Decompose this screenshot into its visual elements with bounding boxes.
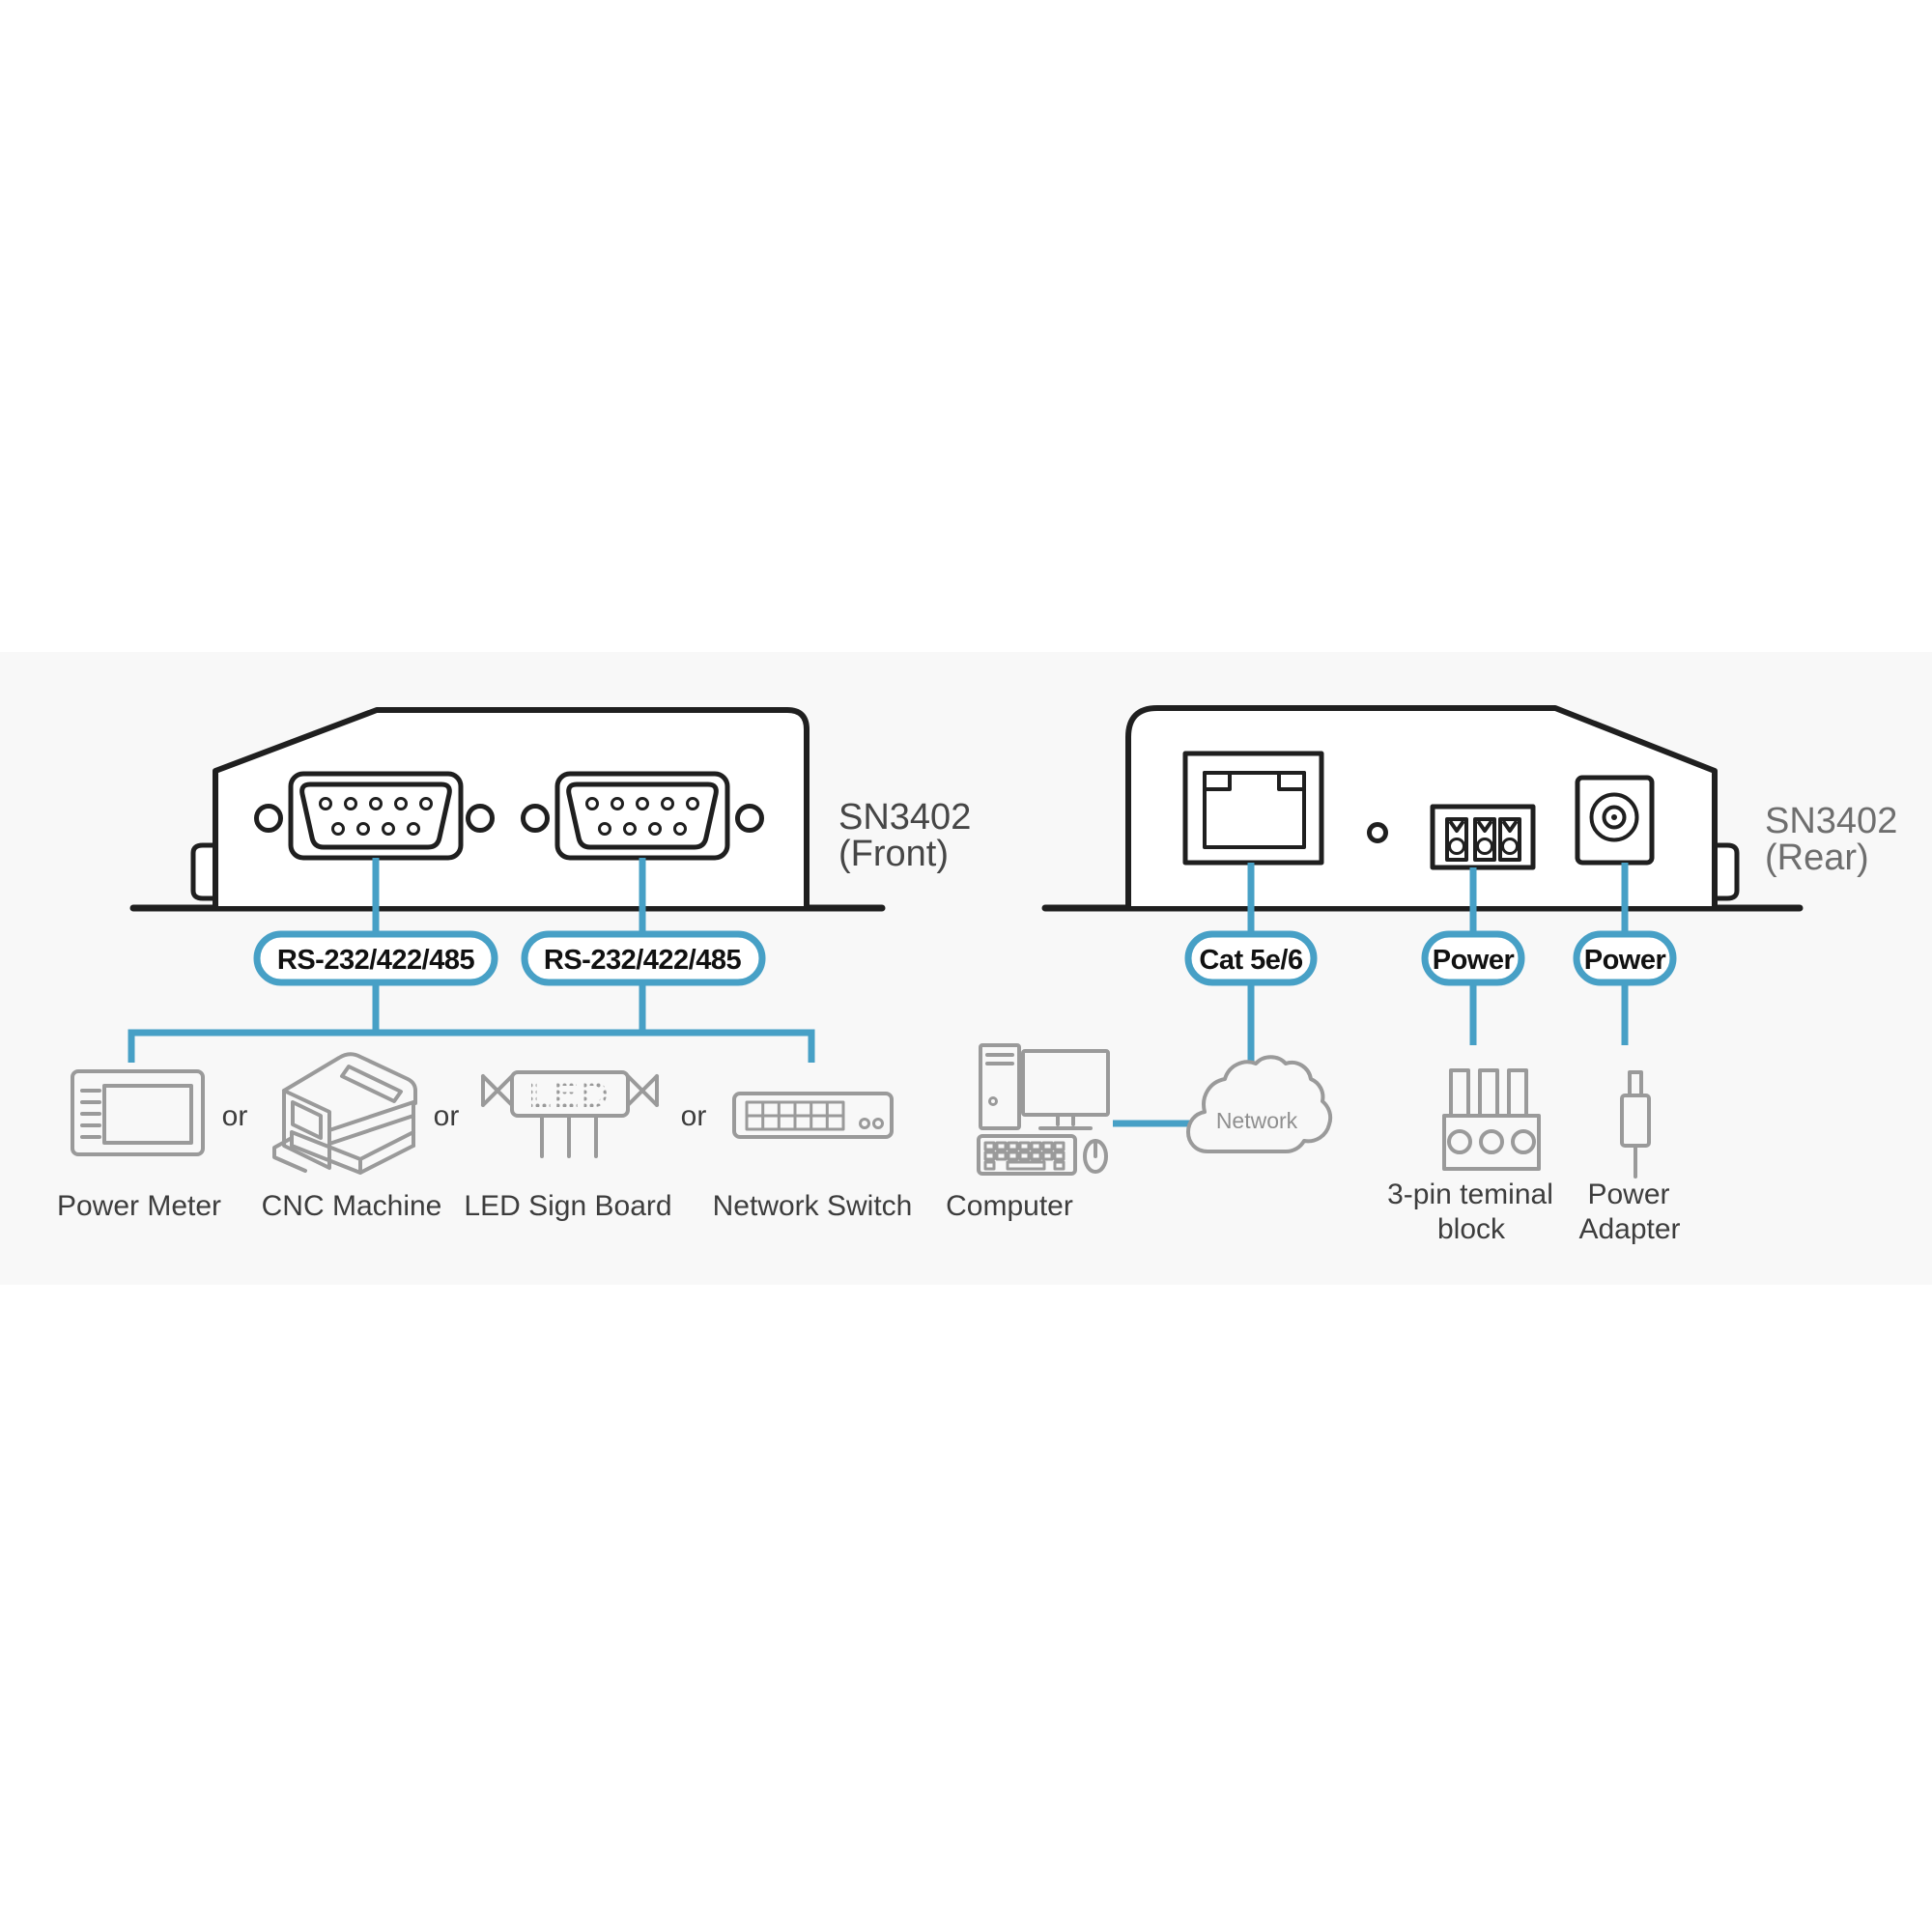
- dc-jack-icon: [1575, 775, 1655, 866]
- rear-panel-section: SN3402 (Rear) Cat 5e/6 Power Power: [946, 705, 1897, 1245]
- power-meter-label: Power Meter: [57, 1190, 221, 1222]
- cnc-machine-icon: [272, 1052, 417, 1175]
- front-panel-section: SN3402 (Front) RS-232/422/485 RS-232/422…: [57, 707, 971, 1222]
- cat5e6-badge: Cat 5e/6: [1184, 930, 1318, 986]
- rs232-badge-1-label: RS-232/422/485: [277, 945, 475, 976]
- computer-label: Computer: [946, 1190, 1073, 1222]
- screw-hole-icon: [521, 804, 550, 833]
- network-switch-label: Network Switch: [713, 1190, 913, 1222]
- computer-icon: [977, 1043, 1110, 1176]
- led-matrix-text: LED: [529, 1075, 611, 1116]
- rs232-badge-2-label: RS-232/422/485: [544, 945, 742, 976]
- rear-mount-tab: [1712, 842, 1740, 901]
- power-badge-2: Power: [1573, 930, 1677, 986]
- screw-hole-icon: [735, 804, 764, 833]
- serial-bus-line: [128, 1029, 815, 1063]
- terminal-block-3d-icon: [1442, 1068, 1541, 1171]
- power-meter-icon: [71, 1069, 205, 1156]
- network-switch-icon: [732, 1092, 894, 1139]
- terminal-block-label-line2: block: [1437, 1213, 1506, 1245]
- or-separator-1: or: [222, 1100, 248, 1132]
- front-view-label: (Front): [838, 834, 949, 874]
- network-cloud-icon: Network: [1186, 1055, 1333, 1153]
- rear-view-label: (Rear): [1765, 838, 1869, 878]
- power-adapter-label-line2: Adapter: [1578, 1213, 1680, 1245]
- led-sign-board-icon: LED: [481, 1070, 659, 1158]
- front-mount-tab: [190, 842, 218, 901]
- power-badge-1: Power: [1421, 930, 1525, 986]
- terminal-block-port-icon: [1430, 804, 1536, 870]
- reset-hole-icon: [1367, 822, 1388, 843]
- rs232-badge-1: RS-232/422/485: [253, 930, 498, 986]
- db9-serial-port-2-icon: [554, 771, 730, 861]
- or-separator-3: or: [681, 1100, 707, 1132]
- power-adapter-label-line1: Power: [1587, 1179, 1669, 1210]
- cnc-machine-label: CNC Machine: [262, 1190, 442, 1222]
- rj45-port-icon: [1182, 751, 1324, 866]
- network-cloud-label: Network: [1216, 1108, 1298, 1133]
- rs232-badge-2: RS-232/422/485: [521, 930, 766, 986]
- front-model-label: SN3402: [838, 797, 971, 838]
- cat5e6-badge-label: Cat 5e/6: [1199, 945, 1303, 976]
- terminal-block-label-line1: 3-pin teminal: [1387, 1179, 1553, 1210]
- power-badge-1-label: Power: [1433, 945, 1515, 976]
- power-adapter-icon: [1620, 1070, 1651, 1179]
- rear-model-label: SN3402: [1765, 801, 1897, 841]
- screw-hole-icon: [254, 804, 283, 833]
- or-separator-2: or: [434, 1100, 460, 1132]
- db9-serial-port-1-icon: [288, 771, 464, 861]
- power-badge-2-label: Power: [1584, 945, 1666, 976]
- screw-hole-icon: [466, 804, 495, 833]
- led-sign-board-label: LED Sign Board: [464, 1190, 671, 1222]
